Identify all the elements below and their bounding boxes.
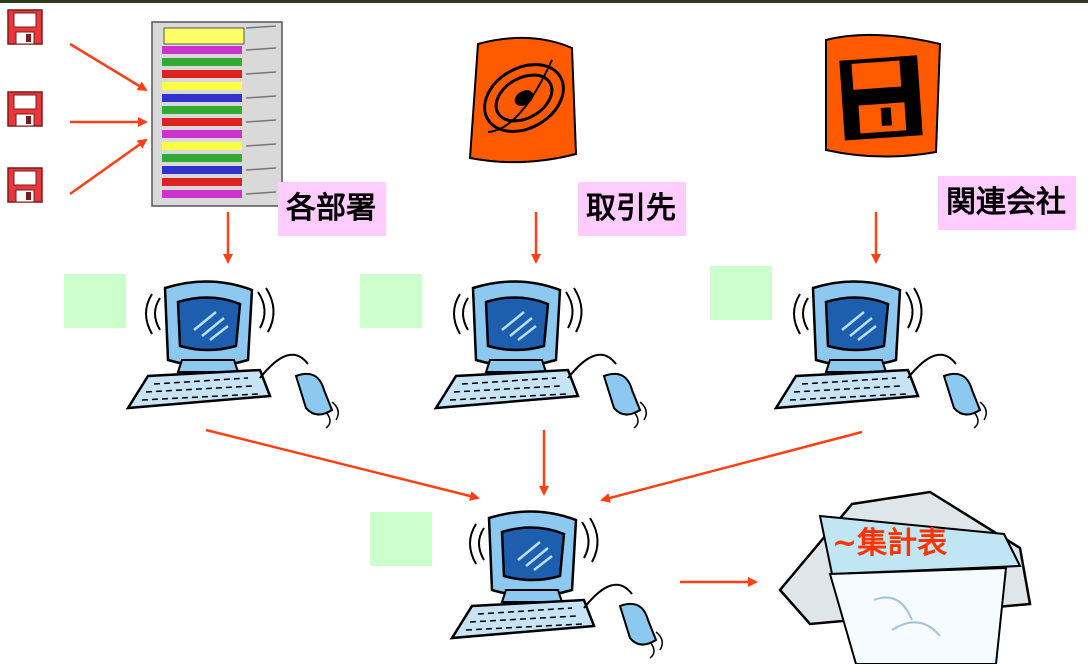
compact-disc-icon (468, 36, 578, 164)
desktop-computer-icon (126, 280, 340, 430)
arrow (69, 42, 148, 92)
desktop-computer-icon (450, 510, 664, 660)
placeholder-box (64, 274, 126, 328)
floppy-disk-icon (7, 91, 43, 127)
printer-icon (778, 490, 1032, 664)
top-border (0, 0, 1088, 3)
floppy-disk-icon (7, 167, 43, 203)
placeholder-box (710, 266, 772, 320)
label-clients: 取引先 (578, 182, 686, 236)
placeholder-box (360, 274, 422, 328)
floppy-disk-icon (7, 9, 43, 45)
desktop-computer-icon (774, 280, 988, 430)
label-departments: 各部署 (278, 182, 386, 236)
arrow (69, 138, 148, 196)
arrow (600, 430, 863, 503)
floppy-disk-icon (825, 33, 942, 158)
arrow (205, 428, 480, 501)
document-binder-stack-icon (151, 21, 283, 207)
label-affiliates: 関連会社 (938, 176, 1076, 230)
desktop-computer-icon (434, 280, 648, 430)
summary-label: ~集計表 (832, 526, 948, 561)
placeholder-box (370, 512, 432, 566)
